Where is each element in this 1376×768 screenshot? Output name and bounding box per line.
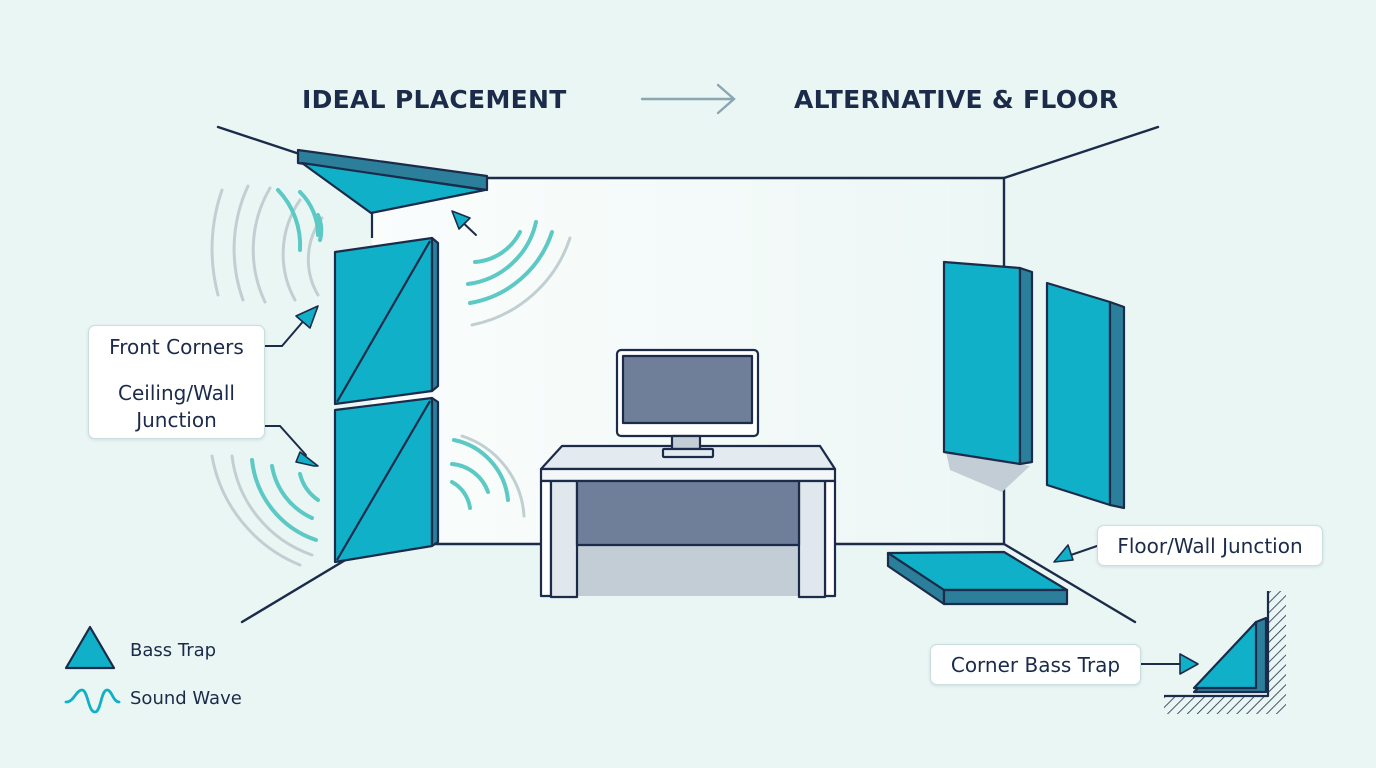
wall-panel-back [1045,281,1126,510]
callout-corner-bass-trap: Corner Bass Trap [930,644,1141,685]
wall-panel-front [942,260,1034,492]
heading-ideal-placement: IDEAL PLACEMENT [302,85,567,114]
corner-bass-trap-detail [1164,591,1286,714]
front-corner-trap-upper [333,213,440,406]
triangle-icon [64,625,116,670]
callout-floor-wall-junction: Floor/Wall Junction [1097,525,1323,566]
heading-alternative-floor: ALTERNATIVE & FLOOR [794,85,1119,114]
sound-waves-lower-left [210,454,320,567]
legend-bass-trap-label: Bass Trap [130,640,217,661]
callout-front-corners: Front Corners [109,335,244,359]
callout-pointers [264,217,1183,665]
floor-bass-trap [886,550,1069,606]
monitor [615,348,760,459]
front-corner-trap-lower [333,396,440,564]
callout-ceiling-wall-line2: Junction [136,408,217,432]
callout-front-corners-box: Front Corners Ceiling/Wall Junction [88,325,265,439]
arrow-right-icon [640,83,736,115]
desk [539,444,837,599]
callout-ceiling-wall-line1: Ceiling/Wall [118,381,235,405]
sound-waves-upper-left [210,184,324,304]
ceiling-bass-trap [296,148,489,215]
sound-waves-upper-right [466,220,572,327]
callout-arrowheads [295,210,1199,675]
wave-icon [64,688,121,714]
legend-sound-wave-label: Sound Wave [130,688,242,709]
sound-waves-lower-right [450,434,526,518]
